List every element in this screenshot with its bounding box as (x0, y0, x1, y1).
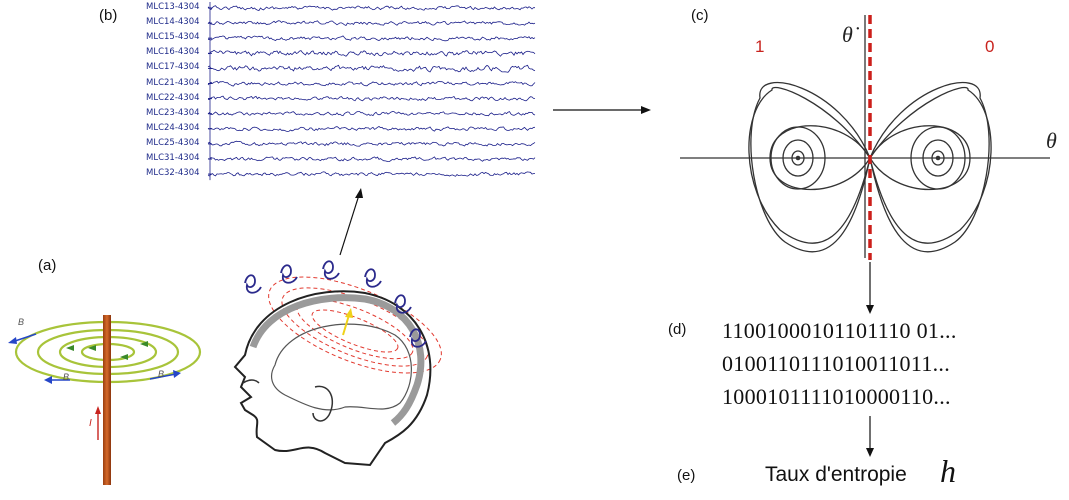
meg-channel-label: MLC22-4304 (146, 92, 200, 103)
b-field-label: B (158, 369, 165, 379)
magnetic-field-illustration (8, 315, 202, 485)
arrow-head-to-meg (339, 188, 363, 256)
meg-channel-label: MLC32-4304 (146, 168, 200, 179)
entropy-symbol: h (940, 453, 956, 489)
outer-orbit (748, 86, 992, 244)
arrow-meg-to-phase (553, 106, 651, 114)
head-outline (233, 290, 432, 467)
panel-label-e: (e) (677, 467, 696, 484)
symbol-line: 0100110111010011011... (722, 351, 951, 376)
arrow-phase-to-symbols (866, 262, 874, 314)
b-field-label: B (63, 372, 70, 382)
symbol-line: 1000101111010000110... (722, 384, 951, 409)
meg-channel-label: MLC14-4304 (146, 17, 200, 28)
meg-channel-label: MLC16-4304 (146, 47, 200, 58)
meg-trace (207, 171, 536, 177)
meg-channel-label: MLC24-4304 (146, 122, 200, 133)
panel-label-d: (d) (668, 321, 687, 338)
b-field-label: B (18, 317, 25, 327)
region-label-left: 1 (755, 37, 765, 56)
meg-trace (207, 126, 536, 132)
meg-trace (207, 80, 536, 87)
meg-channel-label: MLC31-4304 (146, 153, 200, 163)
meg-channel-label: MLC15-4304 (146, 32, 200, 43)
meg-channel-label: MLC25-4304 (146, 137, 200, 148)
current-label: I (89, 418, 92, 429)
arrow-symbols-to-entropy (866, 416, 874, 457)
meg-trace (207, 35, 536, 42)
axis-label-theta-dot: θ̇ (842, 22, 853, 47)
phase-portrait (680, 15, 1050, 260)
panel-label-b: (b) (99, 7, 118, 24)
axis-label-theta: θ (1046, 128, 1057, 153)
meg-trace (208, 95, 536, 102)
meg-channel-label: MLC13-4304 (146, 2, 200, 12)
meg-trace (207, 156, 536, 162)
entropy-label: Taux d'entropie (765, 463, 907, 486)
panel-label-c: (c) (691, 7, 709, 24)
meg-trace (207, 64, 536, 73)
current-rod (103, 315, 111, 485)
meg-trace (207, 5, 536, 11)
symbol-line: 11001000101101110 01... (722, 318, 957, 343)
meg-channel-label: MLC23-4304 (146, 107, 200, 118)
meg-trace (207, 20, 536, 27)
head-with-sensors (233, 260, 442, 467)
region-label-right: 0 (985, 37, 995, 56)
meg-channel-label: MLC17-4304 (146, 62, 200, 73)
panel-label-a: (a) (38, 257, 57, 274)
symbol-sequences: 11001000101101110 01... 0100110111010011… (722, 314, 957, 413)
meg-trace (207, 49, 536, 57)
meg-trace (207, 111, 536, 117)
meg-trace (207, 140, 536, 147)
meg-traces (207, 2, 536, 181)
meg-channel-label: MLC21-4304 (146, 77, 200, 88)
